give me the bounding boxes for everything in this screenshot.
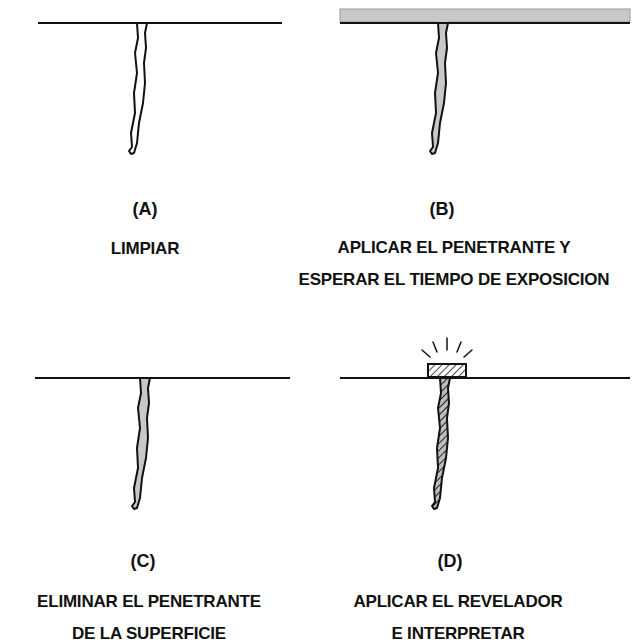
panel-b	[340, 9, 630, 154]
panel-c	[35, 378, 290, 509]
step-letter: (B)	[397, 198, 487, 220]
step-letter: (C)	[98, 550, 188, 572]
panel-d	[340, 338, 630, 509]
step-caption: APLICAR EL REVELADOR E INTERPRETAR	[308, 586, 608, 643]
step-caption: APLICAR EL PENETRANTE Y ESPERAR EL TIEMP…	[273, 232, 635, 296]
panel-a	[38, 23, 282, 154]
step-caption: ELIMINAR EL PENETRANTE DE LA SUPERFICIE	[4, 586, 294, 643]
indication-rays	[422, 338, 472, 357]
step-caption: LIMPIAR	[10, 233, 280, 265]
step-letter: (A)	[100, 198, 190, 220]
step-letter: (D)	[405, 550, 495, 572]
